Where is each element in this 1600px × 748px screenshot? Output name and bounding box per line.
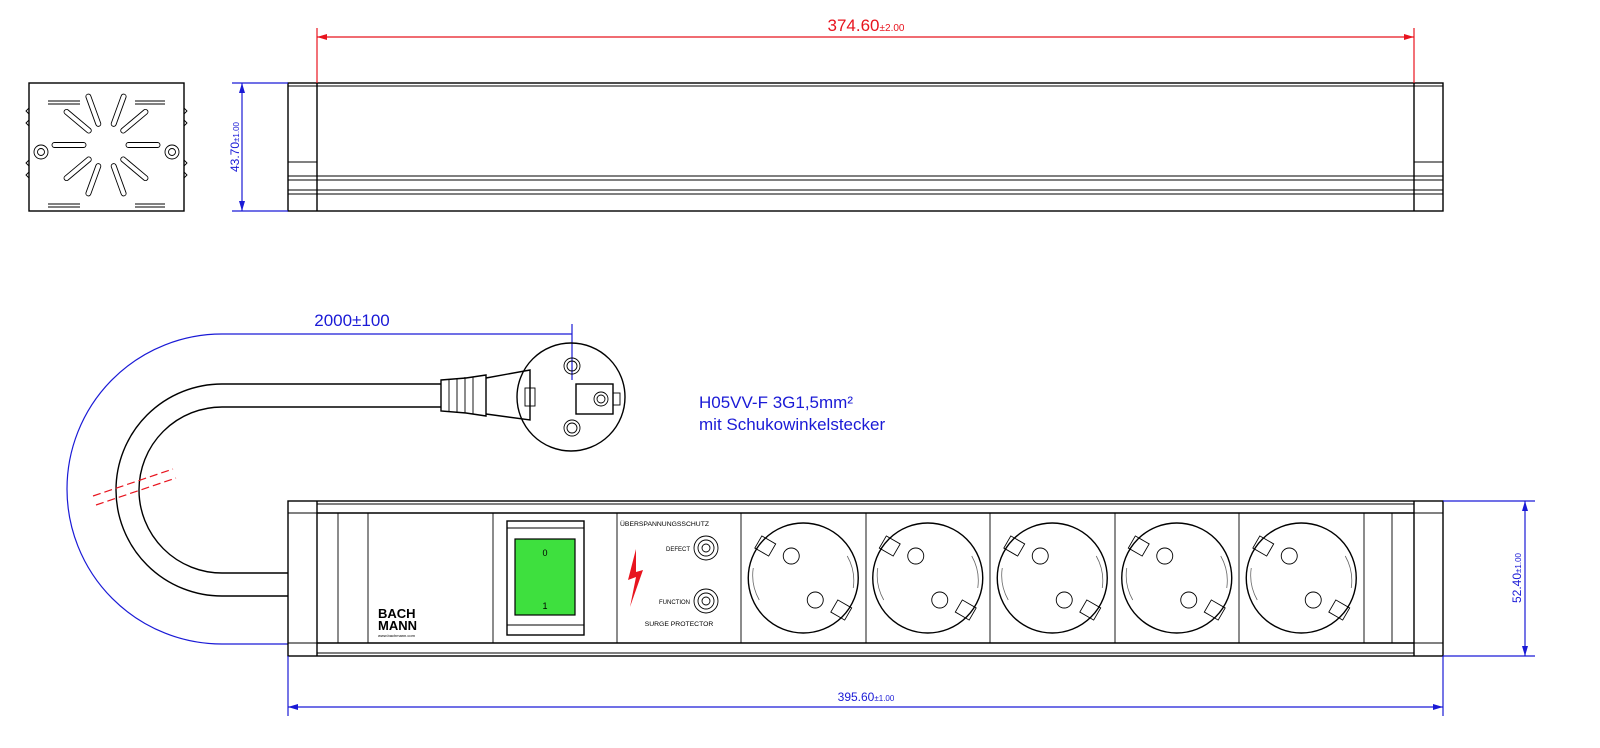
pin-hole: [907, 547, 925, 565]
length-top-value: 374.60: [828, 16, 880, 35]
earth-clip: [1079, 599, 1102, 621]
socket-detail: [1001, 555, 1104, 601]
earth-clip: [1252, 535, 1275, 557]
socket-group: [747, 522, 1357, 634]
pin-hole: [1156, 547, 1174, 565]
earth-clip: [754, 535, 777, 557]
earth-clip: [1003, 535, 1026, 557]
earth-clip: [830, 599, 853, 621]
vent-slot: [51, 142, 87, 148]
surge-title-de: ÜBERSPANNUNGSSCHUTZ: [620, 520, 709, 528]
earth-clip: [1328, 599, 1351, 621]
pin-hole: [782, 547, 800, 565]
length-bottom-value: 395.60: [838, 690, 875, 704]
vent-slot: [120, 156, 149, 182]
socket-1: [747, 522, 859, 634]
rocker-switch[interactable]: [514, 538, 576, 616]
brand-name-line2: MANN: [378, 618, 417, 633]
dimension-cable-length: 2000±100: [314, 311, 573, 380]
socket-outline: [996, 522, 1108, 634]
earth-clip: [1127, 535, 1150, 557]
svg-text:395.60±1.00: 395.60±1.00: [838, 690, 895, 704]
socket-outline: [1121, 522, 1233, 634]
dimension-height-side: 43.70±1.00: [228, 82, 288, 212]
vent-slot: [63, 156, 92, 182]
cable-length-value: 2000±100: [314, 311, 390, 330]
front-view: [287, 500, 1444, 657]
height-side-value: 43.70: [228, 142, 242, 172]
surge-protector-module: ÜBERSPANNUNGSSCHUTZ DEFECT FUNCTION SURG…: [620, 520, 719, 628]
height-front-tol: ±1.00: [1514, 552, 1523, 573]
vent-slot: [85, 93, 102, 127]
pin-hole: [1304, 591, 1322, 609]
socket-outline: [872, 522, 984, 634]
switch-module: 0 1: [506, 520, 585, 636]
length-bottom-tol: ±1.00: [874, 694, 895, 703]
cable-spec-line1: H05VV-F 3G1,5mm²: [699, 393, 853, 412]
brand-name-line1: BACH: [378, 606, 416, 621]
brand-module: BACH MANN www.bachmann.com: [378, 606, 417, 638]
height-side-tol: ±1.00: [232, 121, 241, 142]
vent-slot: [110, 163, 127, 197]
pin-hole: [1055, 591, 1073, 609]
pin-hole: [1031, 547, 1049, 565]
pin-hole: [1180, 591, 1198, 609]
surge-title-en: SURGE PROTECTOR: [645, 621, 714, 628]
cable-specification: H05VV-F 3G1,5mm² mit Schukowinkelstecker: [699, 393, 885, 434]
vent-slot: [63, 108, 92, 134]
socket-detail: [752, 555, 855, 601]
earth-clip: [954, 599, 977, 621]
dimension-length-top: 374.60±2.00: [316, 16, 1415, 83]
socket-detail: [1125, 555, 1228, 601]
function-indicator: [693, 588, 719, 614]
height-front-value: 52.40: [1510, 573, 1524, 603]
socket-detail: [1250, 555, 1353, 601]
vent-slot: [85, 163, 102, 197]
length-top-tol: ±2.00: [880, 23, 905, 34]
socket-4: [1121, 522, 1233, 634]
earth-clip: [1203, 599, 1226, 621]
vent-slot: [125, 142, 161, 148]
side-view: [287, 82, 1444, 212]
earth-clip: [878, 535, 901, 557]
svg-text:43.70±1.00: 43.70±1.00: [228, 121, 242, 172]
vent-slot: [120, 108, 149, 134]
end-view: [25, 82, 188, 212]
dimension-length-bottom: 395.60±1.00: [287, 656, 1444, 716]
socket-2: [872, 522, 984, 634]
defect-indicator: [693, 535, 719, 561]
svg-text:374.60±2.00: 374.60±2.00: [828, 16, 905, 35]
socket-detail: [876, 555, 979, 601]
socket-3: [996, 522, 1108, 634]
cable: [66, 333, 572, 645]
vent-slot: [110, 93, 127, 127]
svg-text:52.40±1.00: 52.40±1.00: [1510, 552, 1524, 603]
surge-defect-label: DEFECT: [666, 547, 690, 553]
switch-label-on: 1: [542, 601, 547, 611]
dimension-height-front: 52.40±1.00: [1443, 500, 1535, 657]
socket-outline: [1245, 522, 1357, 634]
socket-5: [1245, 522, 1357, 634]
socket-outline: [747, 522, 859, 634]
pin-hole: [931, 591, 949, 609]
cable-spec-line2: mit Schukowinkelstecker: [699, 415, 885, 434]
surge-function-label: FUNCTION: [659, 600, 690, 606]
pin-hole: [1280, 547, 1298, 565]
brand-url: www.bachmann.com: [378, 633, 416, 638]
plug: [440, 342, 626, 452]
pin-hole: [806, 591, 824, 609]
switch-label-off: 0: [542, 548, 547, 558]
lightning-icon: [628, 549, 643, 607]
